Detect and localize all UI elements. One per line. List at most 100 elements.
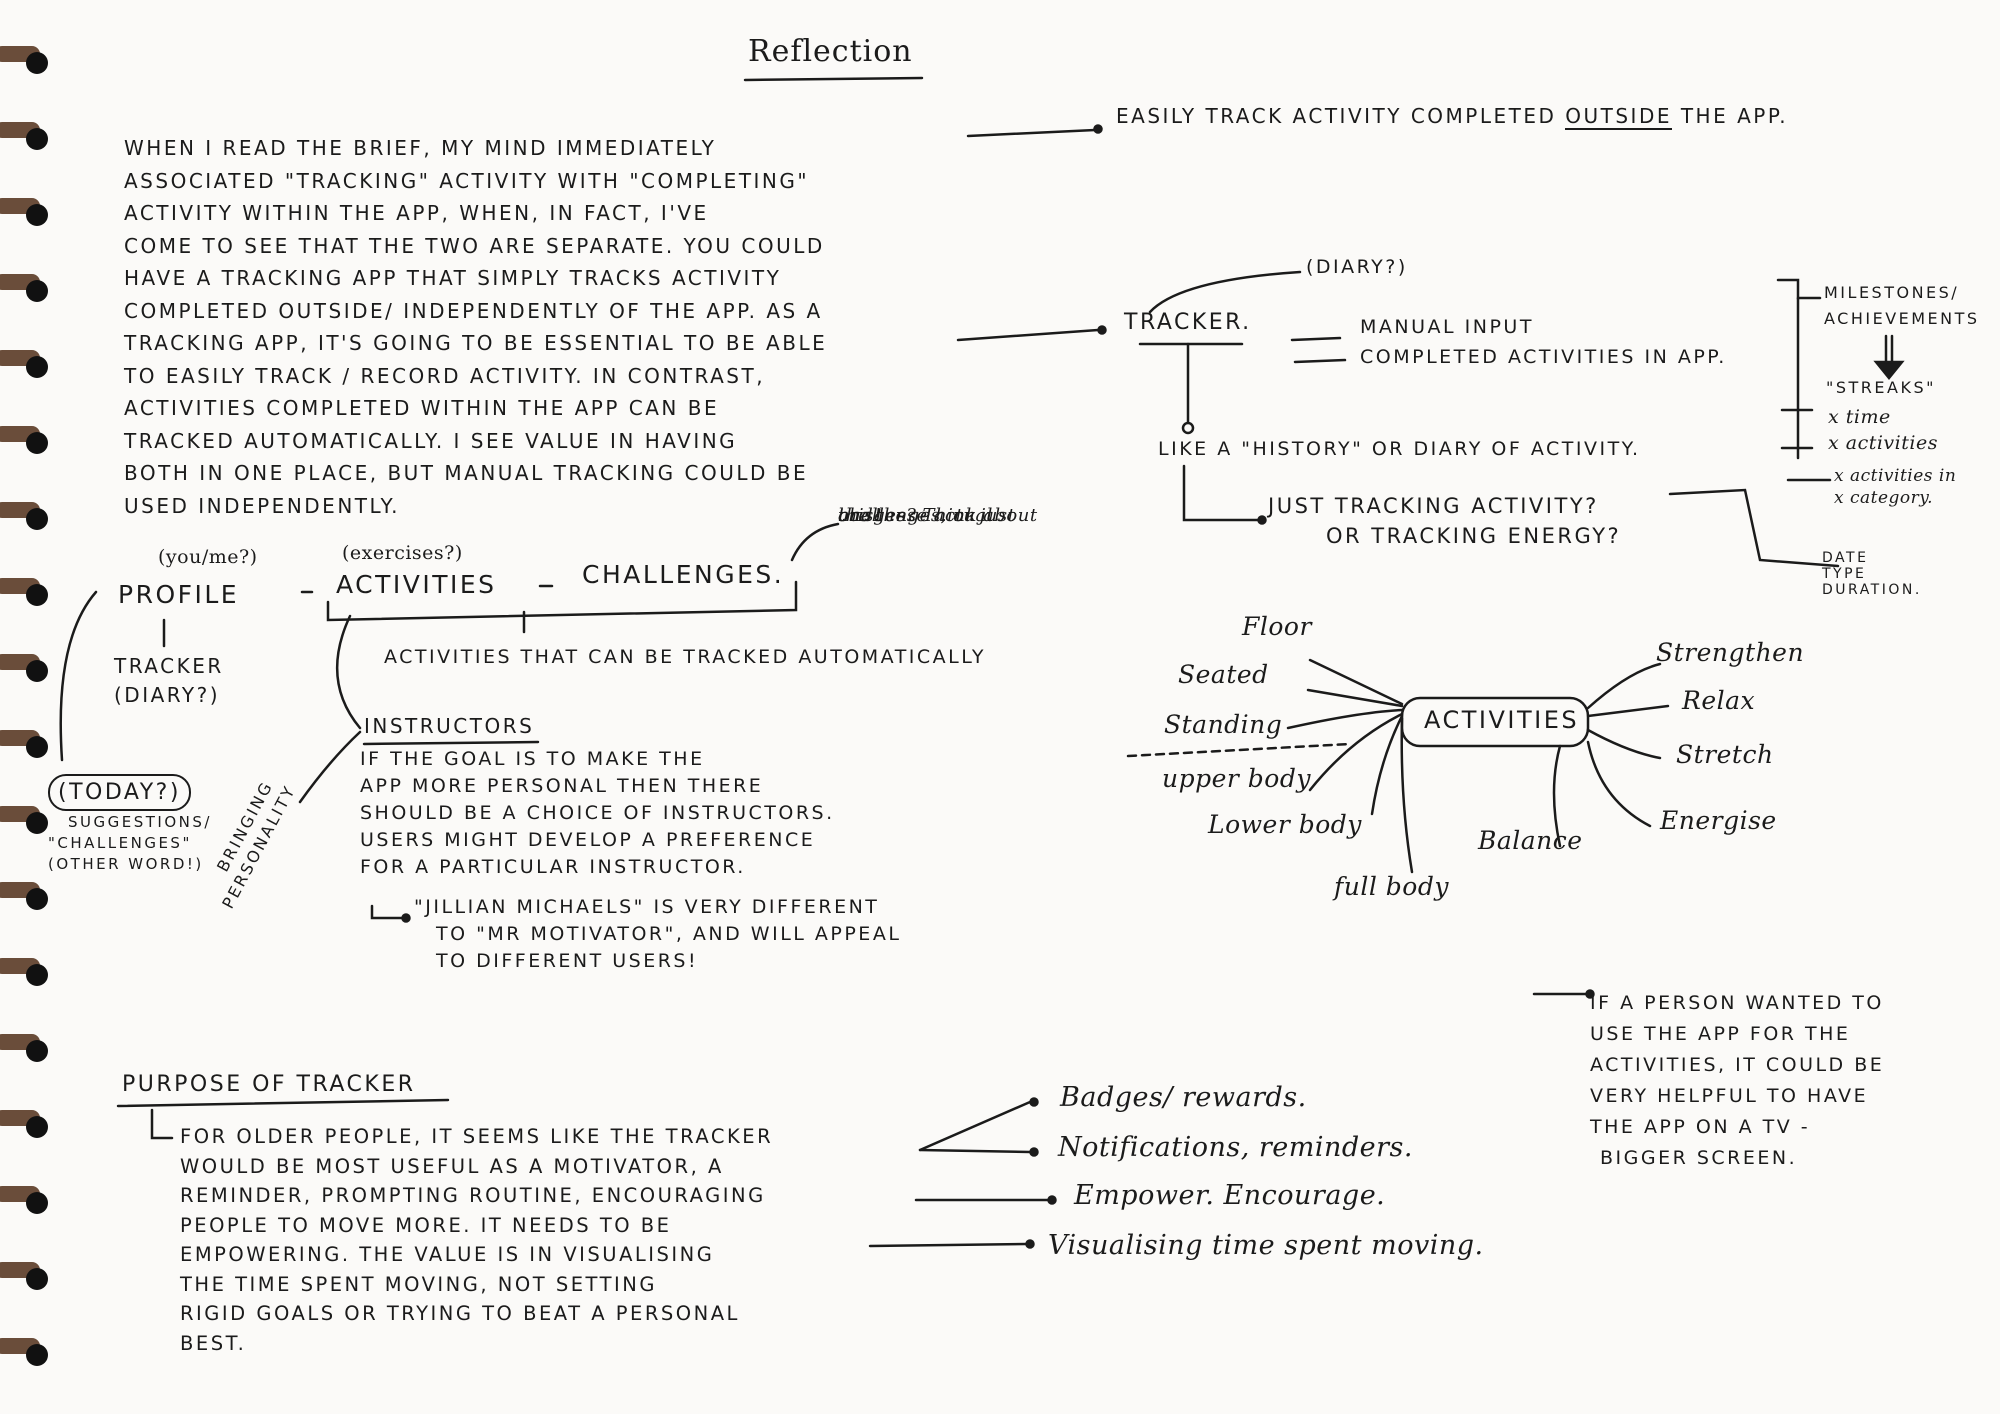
tracker-label: Tracker.	[1124, 310, 1252, 335]
tracker-question-2: or tracking energy?	[1326, 524, 1622, 548]
spiral-ring	[0, 350, 48, 378]
spiral-ring	[0, 1186, 48, 1214]
spiral-ring	[0, 806, 48, 834]
instructors-line: If the goal is to make the	[360, 748, 705, 770]
milestones-heading: Milestones/ Achievements	[1824, 280, 1980, 332]
achievements-line: Achievements	[1824, 309, 1980, 328]
tv-note-line: use the app for the	[1590, 1023, 1851, 1045]
purpose-line: rigid goals or trying to beat a personal	[180, 1302, 740, 1325]
challenges-note-line: challenges, or just	[838, 505, 1016, 526]
spiral-ring	[0, 198, 48, 226]
type-label: Type	[1822, 566, 1867, 582]
instructors-line: should be a choice of instructors.	[360, 802, 835, 824]
instructors-heading: Instructors	[364, 714, 535, 738]
mindmap-energise: Energise	[1660, 806, 1777, 835]
purpose-line: best.	[180, 1331, 247, 1355]
tv-note-line: If a person wanted to	[1590, 992, 1884, 1014]
example-line: to "Mr Motivator", and will appeal	[436, 923, 902, 945]
tv-note-line: bigger screen.	[1600, 1147, 1798, 1169]
tv-note-line: very helpful to have	[1590, 1085, 1869, 1107]
other-word-line: (other word!)	[48, 855, 204, 873]
mindmap-relax: Relax	[1682, 686, 1756, 715]
brief-line: associated "Tracking" activity with "com…	[124, 168, 810, 193]
diary-stack-label: (diary?)	[114, 683, 221, 707]
mindmap-seated: Seated	[1178, 660, 1269, 689]
brief-line: come to see that the two are separate. Y…	[124, 233, 825, 258]
instructors-paragraph: If the goal is to make the app more pers…	[360, 746, 835, 881]
easily-track-note: Easily track activity completed outside …	[1116, 104, 1789, 130]
manual-input: Manual input	[1360, 316, 1534, 338]
tracker-diary-stack: Tracker (diary?)	[114, 652, 224, 710]
mindmap-upper-body: upper body	[1162, 764, 1311, 793]
tracker-diary: (diary?)	[1306, 256, 1408, 278]
today-label: (Today?)	[48, 774, 191, 811]
brief-line: to easily track / record activity. In co…	[124, 363, 766, 388]
completed-in-app: Completed activities in app.	[1360, 346, 1727, 368]
outcome-notifications: Notifications, reminders.	[1058, 1132, 1413, 1163]
duration-label: Duration.	[1822, 582, 1922, 598]
brief-line: tracking app, it's going to be essential…	[124, 331, 828, 355]
today-suggestions: Suggestions/ "Challenges" (other word!)	[48, 812, 212, 875]
brief-line: used independently.	[124, 493, 401, 518]
tv-note-line: the app on a TV -	[1590, 1116, 1811, 1138]
activities-label: Activities	[336, 570, 497, 599]
purpose-line: empowering. The value is in visualising	[180, 1243, 715, 1266]
mindmap-balance: Balance	[1478, 826, 1583, 855]
outcome-badges: Badges/ rewards.	[1060, 1082, 1307, 1113]
date-label: Date	[1822, 550, 1869, 566]
exercises-note: (exercises?)	[342, 542, 463, 564]
streaks-label: "Streaks"	[1826, 378, 1936, 397]
mindmap-floor: Floor	[1242, 612, 1312, 641]
mindmap-full-body: full body	[1334, 872, 1449, 901]
auto-tracked-note: Activities that can be tracked automatic…	[384, 646, 986, 668]
challenges-note-line: are these actual	[838, 505, 993, 526]
example-line: "Jillian Michaels" is very different	[414, 896, 880, 918]
outcome-empower: Empower. Encourage.	[1074, 1180, 1386, 1211]
spiral-ring	[0, 502, 48, 530]
mindmap-lower-body: Lower body	[1208, 810, 1362, 839]
tv-note: If a person wanted to use the app for th…	[1590, 988, 1884, 1174]
spiral-ring	[0, 730, 48, 758]
purpose-line: would be most useful as a motivator, a	[180, 1154, 724, 1178]
spiral-ring	[0, 1338, 48, 1366]
spiral-ring	[0, 1110, 48, 1138]
instructors-line: Users might develop a preference	[360, 829, 816, 851]
milestone-time: x time	[1828, 406, 1891, 428]
challenges-label: Challenges.	[582, 560, 785, 589]
brief-line: tracked automatically. I see value in ha…	[124, 428, 738, 453]
brief-line: activity within the app, when, in fact, …	[124, 201, 709, 225]
you-me-note: (you/me?)	[158, 546, 258, 568]
tracker-question-1: Just tracking activity?	[1268, 494, 1599, 518]
milestone-category: x category.	[1834, 488, 1934, 508]
brief-line: have a tracking app that simply tracks a…	[124, 266, 782, 290]
spiral-ring	[0, 578, 48, 606]
mindmap-strengthen: Strengthen	[1656, 638, 1805, 667]
purpose-line: the time spent moving, not setting	[180, 1272, 657, 1296]
activities-center: Activities	[1424, 706, 1580, 734]
spiral-ring	[0, 122, 48, 150]
milestone-activities-in: x activities in	[1834, 466, 1957, 486]
challenges-note-line: badges? Think about	[838, 505, 1038, 526]
instructors-line: app more personal then there	[360, 775, 764, 797]
spiral-ring	[0, 654, 48, 682]
spiral-ring	[0, 46, 48, 74]
spiral-ring	[0, 958, 48, 986]
instructors-example: "Jillian Michaels" is very different to …	[414, 894, 901, 975]
easily-track-outside: outside	[1565, 104, 1672, 130]
challenges-note-line: this!	[838, 505, 882, 526]
spiral-ring	[0, 426, 48, 454]
purpose-line: people to move more. It needs to be	[180, 1213, 672, 1237]
suggestions-line: Suggestions/	[68, 813, 212, 831]
instructors-line: for a particular instructor.	[360, 856, 746, 878]
spiral-ring	[0, 1262, 48, 1290]
tv-note-line: activities, it could be	[1590, 1054, 1885, 1076]
history-note: Like a "history" or diary of activity.	[1158, 438, 1641, 460]
profile-label: Profile	[118, 580, 240, 609]
purpose-heading: Purpose of Tracker	[122, 1072, 416, 1097]
spiral-ring	[0, 882, 48, 910]
challenges-quote-line: "Challenges"	[48, 834, 192, 852]
purpose-paragraph: For older people, it seems like the trac…	[180, 1122, 773, 1358]
brief-paragraph: When I read the brief, my mind immediate…	[124, 132, 827, 522]
easily-track-suffix: the app.	[1680, 104, 1789, 128]
